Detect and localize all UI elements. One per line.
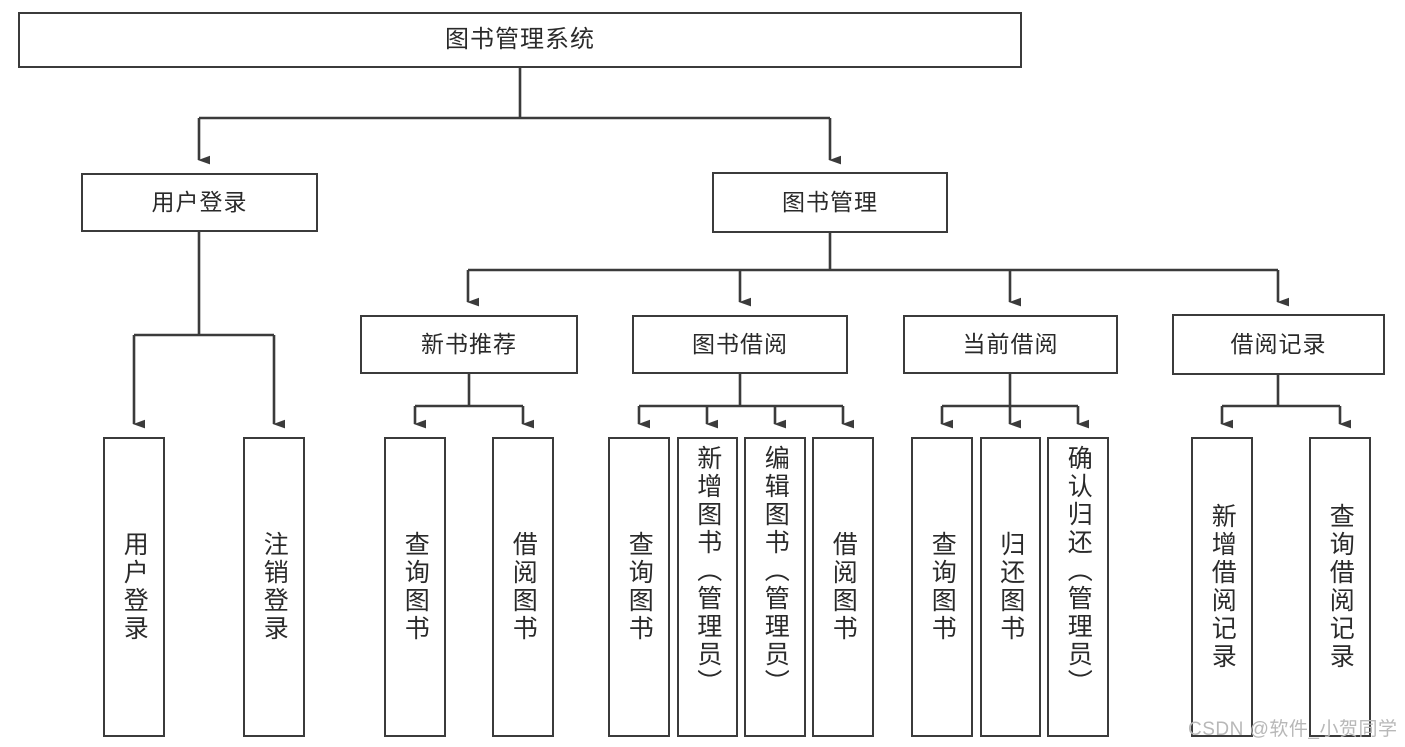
node-label: 图书管理 [782, 189, 878, 216]
leaf-add-book-admin[interactable]: 新增图书（管理员） [677, 437, 738, 737]
node-label: 借阅记录 [1230, 331, 1327, 358]
node-label: 编辑图书（管理员） [761, 445, 790, 697]
node-label: 新增图书（管理员） [693, 445, 722, 697]
node-current-borrowing[interactable]: 当前借阅 [903, 315, 1118, 374]
node-label: 查询图书 [625, 531, 654, 643]
leaf-return-books[interactable]: 归还图书 [980, 437, 1041, 737]
node-label: 查询图书 [401, 531, 430, 643]
node-label: 归还图书 [996, 531, 1025, 643]
node-book-management[interactable]: 图书管理 [712, 172, 948, 233]
leaf-logout[interactable]: 注销登录 [243, 437, 305, 737]
leaf-query-books-borrow[interactable]: 查询图书 [608, 437, 670, 737]
node-label: 借阅图书 [829, 531, 858, 643]
leaf-edit-book-admin[interactable]: 编辑图书（管理员） [744, 437, 806, 737]
leaf-borrow-books[interactable]: 借阅图书 [812, 437, 874, 737]
node-label: 查询借阅记录 [1326, 503, 1355, 671]
node-label: 新增借阅记录 [1208, 503, 1237, 671]
node-new-book-recommendation[interactable]: 新书推荐 [360, 315, 578, 374]
node-root-book-management-system[interactable]: 图书管理系统 [18, 12, 1022, 68]
leaf-query-books-new[interactable]: 查询图书 [384, 437, 446, 737]
leaf-query-borrow-record[interactable]: 查询借阅记录 [1309, 437, 1371, 737]
node-label: 新书推荐 [421, 331, 517, 358]
leaf-query-books-current[interactable]: 查询图书 [911, 437, 973, 737]
node-label: 图书管理系统 [445, 26, 595, 53]
node-label: 注销登录 [260, 531, 289, 643]
leaf-confirm-return-admin[interactable]: 确认归还（管理员） [1047, 437, 1109, 737]
node-borrowing-records[interactable]: 借阅记录 [1172, 314, 1385, 375]
node-label: 查询图书 [928, 531, 957, 643]
node-label: 当前借阅 [962, 331, 1059, 358]
leaf-add-borrow-record[interactable]: 新增借阅记录 [1191, 437, 1253, 737]
node-label: 图书借阅 [692, 331, 788, 358]
node-label: 用户登录 [120, 531, 149, 643]
node-user-login[interactable]: 用户登录 [81, 173, 318, 232]
node-label: 确认归还（管理员） [1064, 445, 1093, 697]
leaf-user-login[interactable]: 用户登录 [103, 437, 165, 737]
node-label: 借阅图书 [509, 531, 538, 643]
node-book-borrowing[interactable]: 图书借阅 [632, 315, 848, 374]
node-label: 用户登录 [151, 189, 248, 216]
leaf-borrow-books-new[interactable]: 借阅图书 [492, 437, 554, 737]
csdn-watermark: CSDN @软件_小贺同学 [1188, 719, 1398, 740]
